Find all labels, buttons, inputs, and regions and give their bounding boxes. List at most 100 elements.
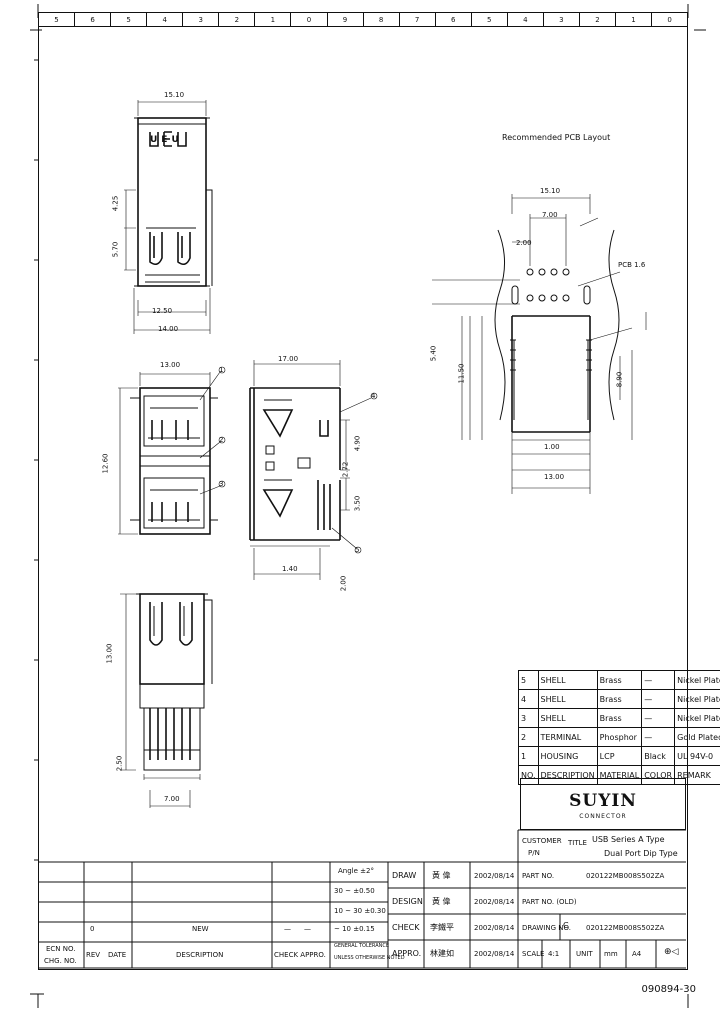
- date-label: DATE: [108, 951, 127, 959]
- bom-no: 2: [518, 727, 539, 747]
- dim-label: 7.00: [542, 211, 558, 219]
- design-label: DESIGN: [392, 897, 423, 906]
- company-logo: SUYIN CONNECTOR: [520, 778, 686, 830]
- tolerance-note: UNLESS OTHERWISE NOTED: [334, 955, 405, 961]
- sheet-code: A4: [632, 950, 642, 958]
- bom-header-color: COLOR: [641, 765, 676, 785]
- dim-label: 13.00: [544, 473, 565, 481]
- top-ruler: 5 6 5 4 3 2 1 0 9 8 7 6 5 4 3 2 1 0: [38, 12, 688, 26]
- scale-value: 4:1: [548, 950, 560, 958]
- tolerance-row: 10 ~ 30 ±0.30: [334, 907, 386, 915]
- revision-approve: —: [304, 925, 311, 933]
- ruler-cell: 1: [255, 13, 292, 26]
- bom-desc: TERMINAL: [537, 727, 598, 747]
- customer-label: CUSTOMER: [522, 837, 562, 845]
- tolerance-row: ~ 10 ±0.15: [334, 925, 375, 933]
- dim-label: 5.40: [429, 345, 438, 362]
- dim-label: 1.00: [544, 443, 560, 451]
- drawing-no-value: 020122MB008S502ZA: [586, 924, 665, 932]
- dim-label: 11.50: [457, 363, 466, 384]
- dim-label: 2.72: [341, 461, 350, 478]
- bom-remark: Nickel Plated: [674, 670, 720, 690]
- dim-label: 12.50: [152, 307, 173, 315]
- bom-material: Brass: [596, 670, 643, 690]
- rev-label: REV: [86, 951, 101, 959]
- check-label: CHECK: [392, 923, 420, 932]
- revision-description: NEW: [192, 925, 209, 933]
- pcb-layout: [432, 194, 647, 494]
- tolerance-row: 30 ~ ±0.50: [334, 887, 375, 895]
- dim-label: 8.90: [615, 371, 624, 388]
- customer-pn-label: P/N: [528, 849, 540, 857]
- dim-label: 17.00: [278, 355, 299, 363]
- bom-remark: Gold Plated: [674, 727, 720, 747]
- ruler-cell: 9: [328, 13, 364, 26]
- bom-header-desc: DESCRIPTION: [537, 765, 598, 785]
- bom-color: —: [641, 708, 676, 728]
- dim-label: 2.00: [339, 575, 348, 592]
- drawing-no-label: DRAWING NO.: [522, 924, 571, 932]
- scale-label: SCALE: [522, 950, 545, 958]
- table-row: 1 HOUSING LCP Black UL 94V-0: [518, 746, 720, 766]
- title-label: TITLE: [568, 839, 587, 847]
- bom-remark: UL 94V-0: [674, 746, 720, 766]
- callout-number: 5: [355, 546, 360, 554]
- part-no-value: 020122MB008S502ZA: [586, 872, 665, 880]
- ruler-cell: 3: [183, 13, 220, 26]
- bottom-view: [120, 593, 213, 808]
- ruler-cell: 3: [544, 13, 580, 26]
- drawing-frame: [38, 26, 688, 970]
- unit-label: UNIT: [576, 950, 593, 958]
- projection-symbol-icon: ⊕◁: [664, 947, 679, 957]
- table-row: 5 SHELL Brass — Nickel Plated: [518, 670, 720, 690]
- title-line-1: USB Series A Type: [592, 835, 665, 844]
- bom-material: LCP: [596, 746, 643, 766]
- bom-material: Brass: [596, 689, 643, 709]
- view-top-label: UEU: [150, 135, 183, 145]
- ruler-cell: 6: [75, 13, 112, 26]
- callout-number: 1: [219, 366, 224, 374]
- part-no-label: PART NO.: [522, 872, 555, 880]
- part-no-old-label: PART NO. (OLD): [522, 898, 577, 906]
- bom-desc: SHELL: [537, 708, 598, 728]
- ruler-cell: 5: [111, 13, 148, 26]
- document-code: 090894-30: [641, 984, 696, 995]
- title-block-lines: [38, 829, 686, 969]
- check-approve-label: CHECK APPRO.: [274, 951, 326, 959]
- dim-label: 4.90: [353, 435, 362, 452]
- dim-label: 2.50: [115, 755, 124, 772]
- bom-color: Black: [641, 746, 676, 766]
- table-row: 2 TERMINAL Phosphor — Gold Plated: [518, 727, 720, 747]
- logo-brand: SUYIN: [569, 791, 637, 811]
- ruler-cell: 8: [364, 13, 400, 26]
- ruler-cell: 7: [400, 13, 436, 26]
- bom-color: —: [641, 689, 676, 709]
- ruler-cell: 1: [616, 13, 653, 26]
- dim-label: 15.10: [164, 91, 185, 99]
- callout-number: 4: [371, 392, 376, 400]
- check-name: 李鐵平: [430, 923, 454, 932]
- recommended-layout-label: Recommended PCB Layout: [502, 133, 611, 142]
- design-name: 黃 偉: [432, 897, 451, 906]
- side-view: [118, 366, 226, 535]
- revision-number: 0: [90, 925, 95, 933]
- logo-subtitle: CONNECTOR: [579, 813, 627, 820]
- section-view: [249, 360, 378, 580]
- ruler-cell: 5: [39, 13, 76, 26]
- dim-label: 15.10: [540, 187, 561, 195]
- bom-desc: HOUSING: [537, 746, 598, 766]
- dim-label: 13.00: [105, 643, 114, 664]
- tolerance-title: Angle ±2°: [338, 867, 374, 875]
- dim-label: 14.00: [158, 325, 179, 333]
- pcb-thickness-label: PCB 1.6: [618, 261, 646, 269]
- ruler-cell: 0: [291, 13, 328, 26]
- bom-color: —: [641, 670, 676, 690]
- bom-header-no: NO.: [518, 765, 539, 785]
- ruler-cell: 5: [472, 13, 508, 26]
- table-row: 4 SHELL Brass — Nickel Plated: [518, 689, 720, 709]
- dim-label: 2.00: [516, 239, 532, 247]
- unit-value: mm: [604, 950, 618, 958]
- bom-no: 1: [518, 746, 539, 766]
- dim-label: 5.70: [111, 241, 120, 258]
